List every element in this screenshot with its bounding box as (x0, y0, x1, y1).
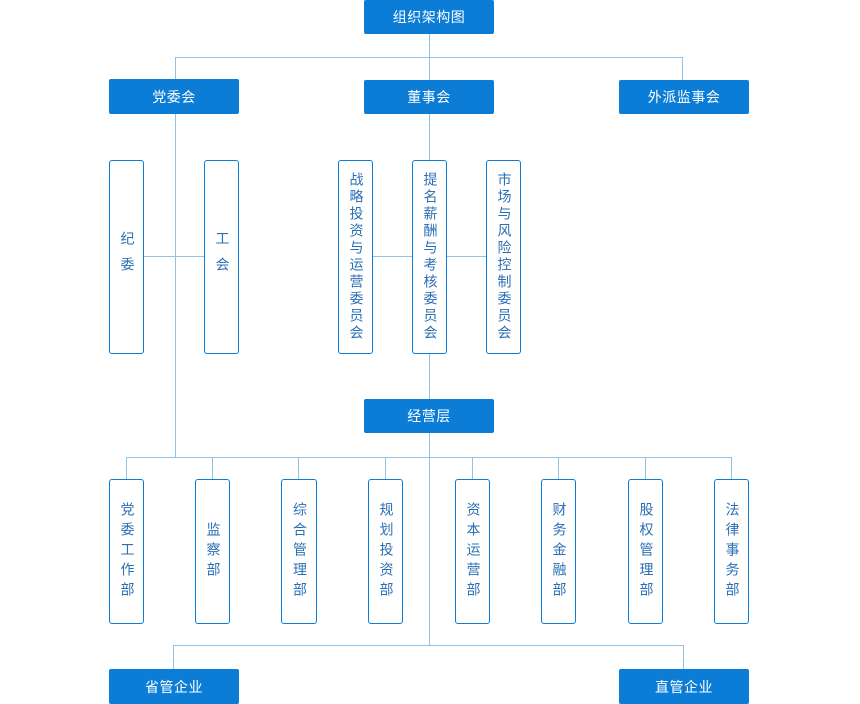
department-label: 监察部 (204, 521, 221, 582)
department-node: 股权管理部 (628, 479, 663, 624)
external-supervisors-node: 外派监事会 (619, 80, 749, 114)
direct-enterprises-node: 直管企业 (619, 669, 749, 704)
board-node: 董事会 (364, 80, 494, 114)
risk-committee-node: 市场与风险控制委员会 (486, 160, 521, 354)
nomination-committee-label: 提名薪酬与考核委员会 (421, 172, 438, 342)
department-node: 规划投资部 (368, 479, 403, 624)
department-node: 党委工作部 (109, 479, 144, 624)
department-label: 规划投资部 (377, 501, 394, 602)
nomination-committee-node: 提名薪酬与考核委员会 (412, 160, 447, 354)
department-node: 监察部 (195, 479, 230, 624)
discipline-label: 纪委 (118, 231, 135, 283)
department-node: 法律事务部 (714, 479, 749, 624)
department-label: 法律事务部 (723, 501, 740, 602)
party-committee-node: 党委会 (109, 79, 239, 114)
union-node: 工会 (204, 160, 239, 354)
discipline-node: 纪委 (109, 160, 144, 354)
provincial-enterprises-node: 省管企业 (109, 669, 239, 704)
department-label: 财务金融部 (550, 501, 567, 602)
department-label: 党委工作部 (118, 501, 135, 602)
department-label: 股权管理部 (637, 501, 654, 602)
risk-committee-label: 市场与风险控制委员会 (495, 172, 512, 342)
department-node: 财务金融部 (541, 479, 576, 624)
strategy-committee-label: 战略投资与运营委员会 (347, 172, 364, 342)
management-node: 经营层 (364, 399, 494, 433)
root-node: 组织架构图 (364, 0, 494, 34)
department-label: 综合管理部 (291, 501, 307, 602)
strategy-committee-node: 战略投资与运营委员会 (338, 160, 373, 354)
union-label: 工会 (213, 231, 230, 283)
department-node: 综合管理部 (281, 479, 317, 624)
department-label: 资本运营部 (464, 501, 481, 602)
department-node: 资本运营部 (455, 479, 490, 624)
